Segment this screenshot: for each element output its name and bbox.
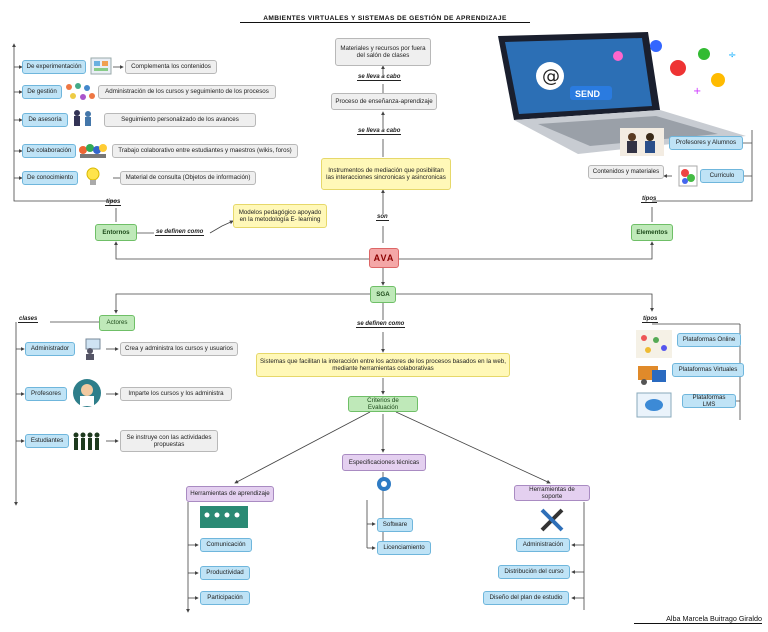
entorno-gestion-desc[interactable]: Administración de los cursos y seguimien… xyxy=(98,85,276,99)
support-distribucion[interactable]: Distribución del curso xyxy=(498,565,570,579)
criterios-node[interactable]: Criterios de Evaluación xyxy=(348,396,418,412)
especificaciones-node[interactable]: Especificaciones técnicas xyxy=(342,454,426,471)
instrumentos-box[interactable]: Instrumentos de mediación que posibilita… xyxy=(321,158,451,190)
plataforma-lms[interactable]: Plataformas LMS xyxy=(682,394,736,408)
link-son: son xyxy=(376,214,389,221)
plataforma-online[interactable]: Plataformas Online xyxy=(677,333,741,347)
elemento-contenidos[interactable]: Contenidos y materiales xyxy=(588,165,664,179)
tool-productividad[interactable]: Productividad xyxy=(200,566,250,580)
tool-comunicacion[interactable]: Comunicación xyxy=(200,538,252,552)
herramientas-soporte-node[interactable]: Herramientas de soporte xyxy=(514,485,590,501)
entorno-asesoria[interactable]: De asesoría xyxy=(22,113,68,127)
entorno-colaboracion[interactable]: De colaboración xyxy=(22,144,76,158)
virtual-devices-icon xyxy=(638,366,666,385)
gears-icon xyxy=(377,477,391,491)
actor-estudiantes[interactable]: Estudiantes xyxy=(25,434,69,448)
elemento-curriculo[interactable]: Curriculo xyxy=(700,169,744,183)
support-diseno-plan[interactable]: Diseño del plan de estudio xyxy=(483,591,569,605)
svg-text:+: + xyxy=(693,86,701,97)
elemento-profesores-alumnos[interactable]: Profesores y Alumnos xyxy=(669,136,743,150)
online-map-icon xyxy=(636,330,672,358)
link-sga-se-definen: se definen como xyxy=(356,321,406,328)
experimentacion-icon xyxy=(90,57,112,75)
plataforma-virtuales[interactable]: Plataformas Virtuales xyxy=(672,363,744,377)
elementos-node[interactable]: Elementos xyxy=(631,224,673,241)
entornos-definition[interactable]: Modelos pedagógico apoyado en la metodol… xyxy=(233,204,327,228)
curriculo-icon xyxy=(678,165,698,187)
materiales-box[interactable]: Materiales y recursos por fuera del saló… xyxy=(335,38,431,66)
author-signature: Alba Marcela Buitrago Giraldo xyxy=(634,614,762,624)
sga-definition[interactable]: Sistemas que facilitan la interacción en… xyxy=(256,353,510,377)
actor-profesores[interactable]: Profesores xyxy=(25,387,67,401)
lightbulb-icon xyxy=(86,167,100,185)
entorno-experimentacion-desc[interactable]: Complementa los contenidos xyxy=(125,60,217,74)
link-tipos-elementos: tipos xyxy=(641,196,658,203)
ava-node[interactable]: AVA xyxy=(369,248,399,268)
svg-text:@: @ xyxy=(542,66,560,87)
send-text: SEND xyxy=(575,89,601,99)
link-se-definen-entornos: se definen como xyxy=(155,229,205,236)
spec-software[interactable]: Software xyxy=(377,518,413,532)
entornos-node[interactable]: Entornos xyxy=(95,224,137,241)
entorno-colaboracion-desc[interactable]: Trabajo colaborativo entre estudiantes y… xyxy=(112,144,298,158)
link-clases: clases xyxy=(18,316,39,323)
link-se-lleva-a-cabo-2: se lleva a cabo xyxy=(357,128,402,135)
actor-profesores-desc[interactable]: Imparte los cursos y los administra xyxy=(120,387,232,401)
entorno-asesoria-desc[interactable]: Seguimiento personalizado de los avances xyxy=(104,113,256,127)
actor-administrador[interactable]: Administrador xyxy=(25,342,75,356)
svg-text:÷: ÷ xyxy=(728,50,736,61)
support-administracion[interactable]: Administración xyxy=(516,538,570,552)
gestion-icon xyxy=(66,83,95,100)
actores-node[interactable]: Actores xyxy=(99,315,135,331)
actor-estudiantes-desc[interactable]: Se instruye con las actividades propuest… xyxy=(120,430,218,452)
actor-administrador-desc[interactable]: Crea y administra los cursos y usuarios xyxy=(120,342,238,356)
tool-participacion[interactable]: Participación xyxy=(200,591,250,605)
page-title: AMBIENTES VIRTUALES Y SISTEMAS DE GESTIÓ… xyxy=(240,15,530,23)
admin-user-icon xyxy=(85,338,101,360)
tools-icon xyxy=(540,508,564,532)
lms-cloud-icon xyxy=(636,392,672,418)
colaboracion-icon xyxy=(79,144,107,158)
entorno-experimentacion[interactable]: De experimentación xyxy=(22,60,86,74)
sga-node[interactable]: SGA xyxy=(370,286,396,303)
herramientas-aprendizaje-node[interactable]: Herramientas de aprendizaje xyxy=(186,486,274,502)
people-icon xyxy=(620,128,664,156)
proceso-box[interactable]: Proceso de enseñanza-aprendizaje xyxy=(331,93,437,110)
link-tipos-plataformas: tipos xyxy=(642,316,659,323)
spec-licenciamiento[interactable]: Licenciamiento xyxy=(377,541,431,555)
link-se-lleva-a-cabo-1: se lleva a cabo xyxy=(357,74,402,81)
asesoria-icon xyxy=(74,110,91,126)
team-icon xyxy=(200,506,248,528)
link-tipos-entornos: tipos xyxy=(105,199,122,206)
students-icon xyxy=(73,432,100,450)
teacher-avatar-icon xyxy=(73,379,101,407)
entorno-conocimiento[interactable]: De conocimiento xyxy=(22,171,78,185)
entorno-conocimiento-desc[interactable]: Material de consulta (Objetos de informa… xyxy=(120,171,256,185)
entorno-gestion[interactable]: De gestión xyxy=(22,85,62,99)
